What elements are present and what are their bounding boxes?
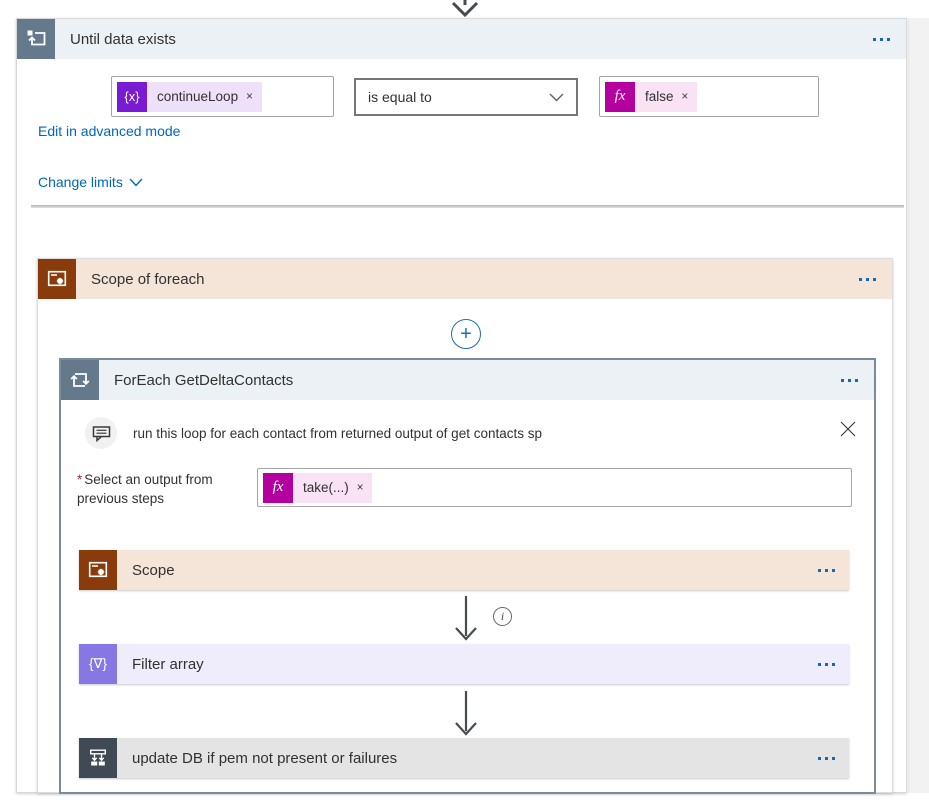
action-title: Scope (132, 561, 175, 579)
remove-token-icon[interactable]: × (246, 90, 253, 103)
action-row-filter-array[interactable]: {∇} Filter array (79, 644, 849, 684)
required-asterisk: * (77, 472, 83, 487)
output-token-input[interactable]: fx take(...) × (257, 468, 852, 507)
comment-icon (92, 425, 110, 442)
connector-arrow (455, 691, 477, 736)
output-field-label: *Select an output from previous steps (77, 472, 213, 506)
scope-of-foreach-menu-button[interactable] (859, 277, 876, 281)
variable-icon: {x} (117, 81, 147, 112)
remove-token-icon[interactable]: × (356, 481, 364, 494)
variable-token-label: continueLoop (157, 89, 239, 104)
action-row-scope[interactable]: Scope (79, 550, 849, 590)
action-menu-button[interactable] (818, 568, 835, 572)
foreach-title: ForEach GetDeltaContacts (114, 371, 294, 389)
operator-value: is equal to (368, 89, 432, 105)
chevron-down-icon (129, 178, 143, 187)
connector-arrow (455, 596, 477, 641)
chevron-down-icon (549, 93, 564, 101)
foreach-card: ForEach GetDeltaContacts run this loop f… (59, 358, 876, 794)
close-comment-icon[interactable] (839, 420, 857, 438)
action-title: Filter array (132, 655, 204, 673)
scope-icon (79, 550, 117, 590)
switch-icon (79, 738, 117, 778)
info-icon[interactable]: i (493, 607, 512, 626)
canvas-gutter (908, 18, 929, 793)
until-header[interactable]: Until data exists (17, 19, 906, 59)
action-menu-button[interactable] (818, 662, 835, 666)
foreach-menu-button[interactable] (841, 378, 858, 382)
filter-array-icon: {∇} (79, 644, 117, 684)
expression-token-label: false (645, 89, 674, 104)
edit-advanced-mode-link[interactable]: Edit in advanced mode (38, 123, 181, 139)
expression-token-chip[interactable]: fx false × (605, 81, 698, 112)
action-row-update-db[interactable]: update DB if pem not present or failures (79, 738, 849, 778)
expression-token-chip[interactable]: fx take(...) × (263, 472, 373, 503)
remove-token-icon[interactable]: × (681, 90, 689, 103)
expression-fx-icon: fx (263, 472, 293, 503)
insert-step-button[interactable]: + (451, 319, 481, 349)
comment-bubble (85, 417, 117, 449)
foreach-header[interactable]: ForEach GetDeltaContacts (61, 360, 874, 400)
scope-of-foreach-header[interactable]: Scope of foreach (38, 259, 892, 299)
do-until-icon (17, 19, 55, 59)
scope-of-foreach-title: Scope of foreach (91, 270, 205, 288)
connector-arrow-top (451, 0, 479, 17)
expression-token-label: take(...) (303, 480, 349, 495)
scope-icon (38, 259, 76, 299)
until-title: Until data exists (70, 30, 176, 48)
until-divider (31, 205, 904, 208)
variable-token-chip[interactable]: {x} continueLoop × (117, 81, 262, 112)
condition-right-input[interactable]: fx false × (599, 76, 819, 117)
until-menu-button[interactable] (873, 37, 890, 41)
operator-select[interactable]: is equal to (354, 78, 578, 116)
expression-fx-icon: fx (605, 81, 635, 112)
scope-of-foreach-card: Scope of foreach + ForEach GetDeltaConta… (37, 258, 893, 794)
action-title: update DB if pem not present or failures (132, 749, 398, 767)
action-menu-button[interactable] (818, 756, 835, 760)
condition-left-input[interactable]: {x} continueLoop × (111, 76, 334, 117)
foreach-loop-icon (61, 360, 99, 400)
comment-text: run this loop for each contact from retu… (133, 426, 542, 441)
change-limits-link[interactable]: Change limits (38, 174, 143, 190)
